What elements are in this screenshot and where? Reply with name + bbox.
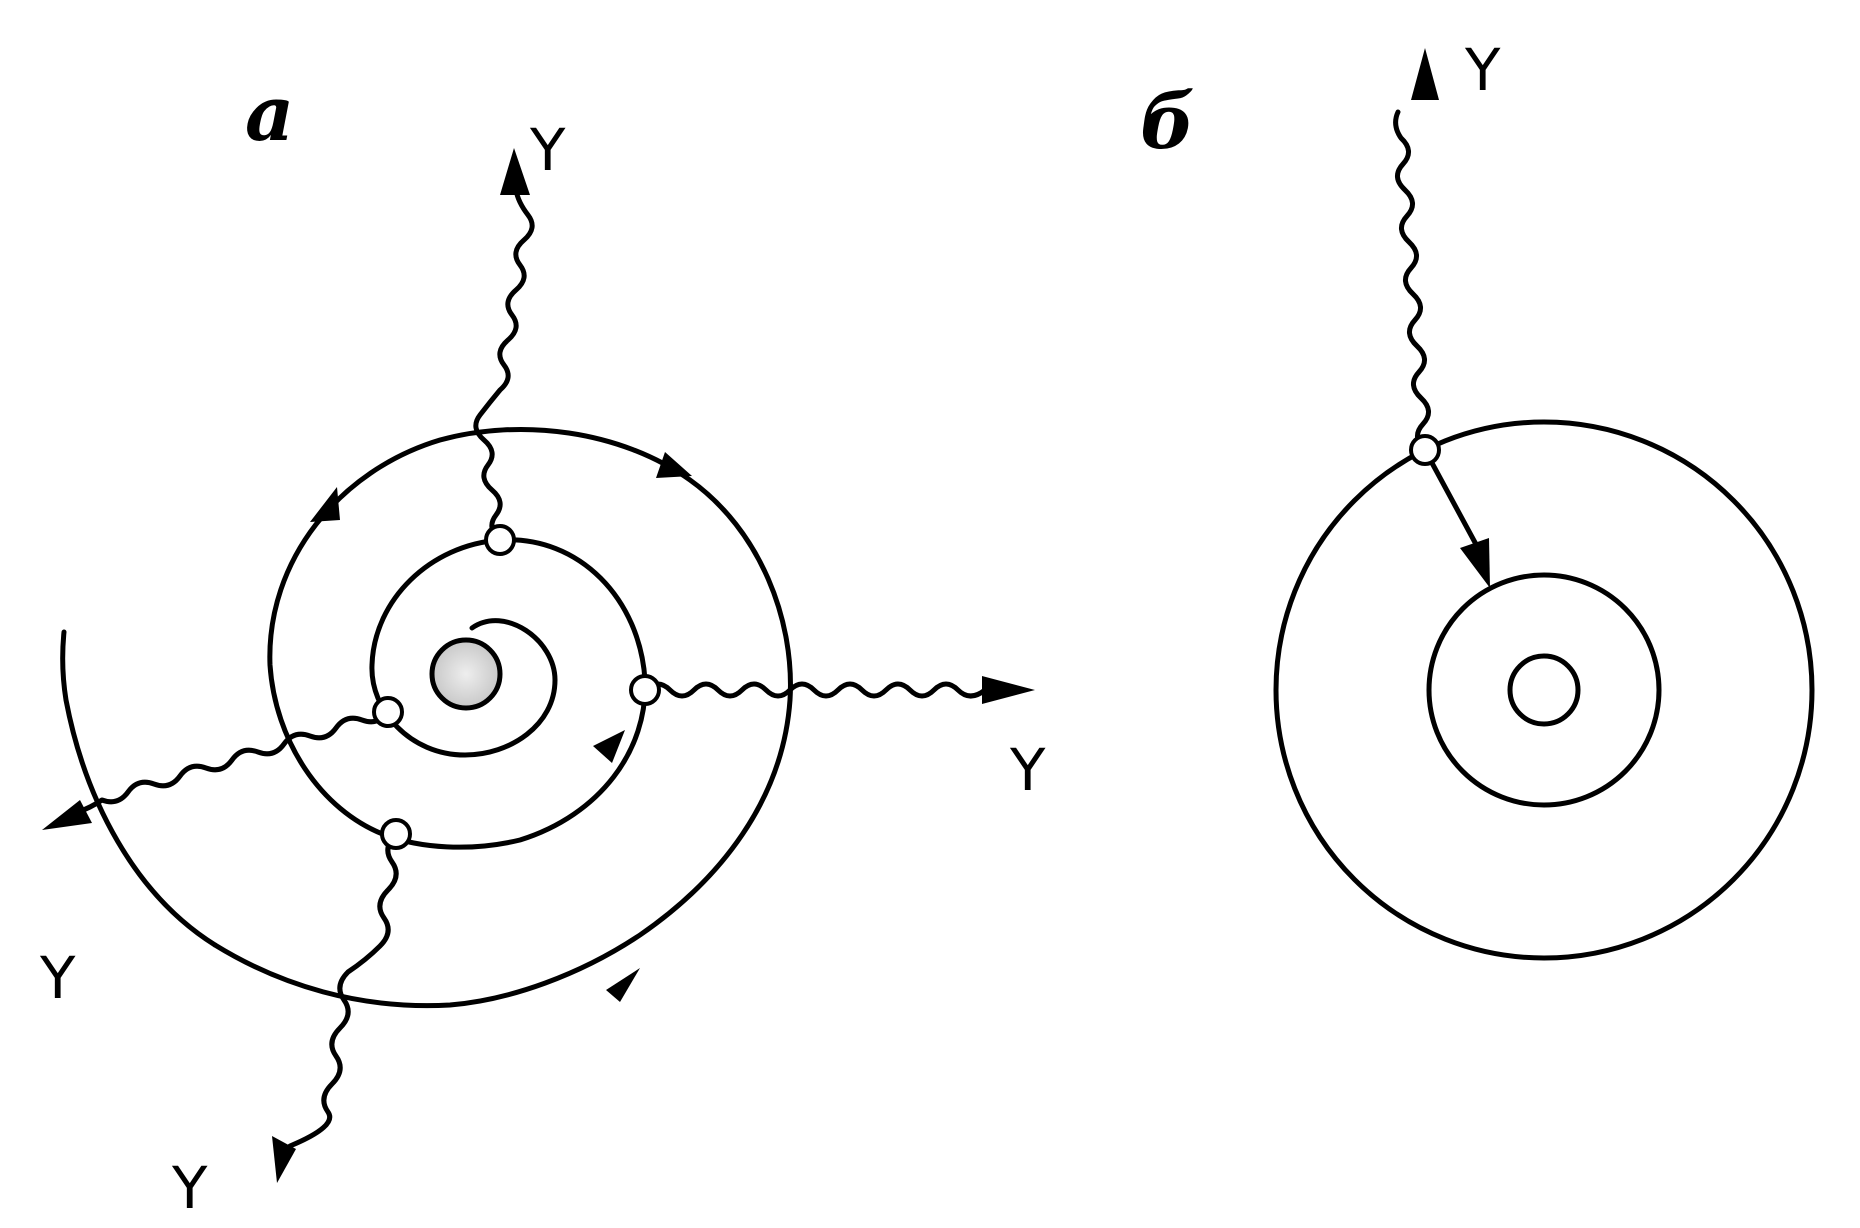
photon-label-b: Y [1464,36,1501,104]
middle-spiral-orbit [212,427,793,1009]
panel-b-label: б [1140,77,1195,166]
electron-a-left [372,696,404,728]
photon-arrow-right-icon [982,676,1035,704]
electron-a-top [484,524,516,556]
panel-a: а Y Y Y Y [39,69,1046,1222]
orbit-arrow-icon [310,487,340,522]
nucleus-b [1507,653,1581,727]
inner-shell-b [1426,572,1662,808]
orbit-arrow-icon [593,730,625,763]
panel-a-label: а [245,69,294,158]
inner-spiral-orbit [369,537,648,850]
photon-wave-down-a [287,831,399,1149]
transition-line-b [1422,447,1481,551]
nucleus-a [429,637,503,711]
photon-wave-b [1393,109,1431,453]
photon-arrow-down-icon [272,1136,296,1183]
electron-b [1409,434,1441,466]
photon-wave-right-a [642,681,988,699]
photon-label-up-a: Y [529,116,566,184]
transition-arrow-icon [1460,538,1490,588]
orbit-arrow-icon [606,968,640,1002]
panel-b: б Y [1140,36,1815,961]
outer-spiral-orbit [60,629,218,948]
orbit-arrow-icon [656,452,692,478]
photon-label-down-a: Y [171,1154,208,1222]
photon-arrow-b-icon [1411,48,1439,100]
photon-wave-left-a [75,709,391,815]
photon-wave-up-a [473,187,535,543]
electron-a-bottom [380,818,412,850]
outer-shell-b [1273,419,1815,961]
photon-arrow-up-icon [500,148,530,195]
photon-label-left-a: Y [39,944,76,1012]
electron-a-right [629,674,661,706]
photon-arrow-left-icon [42,800,92,830]
photon-label-right-a: Y [1009,736,1046,804]
